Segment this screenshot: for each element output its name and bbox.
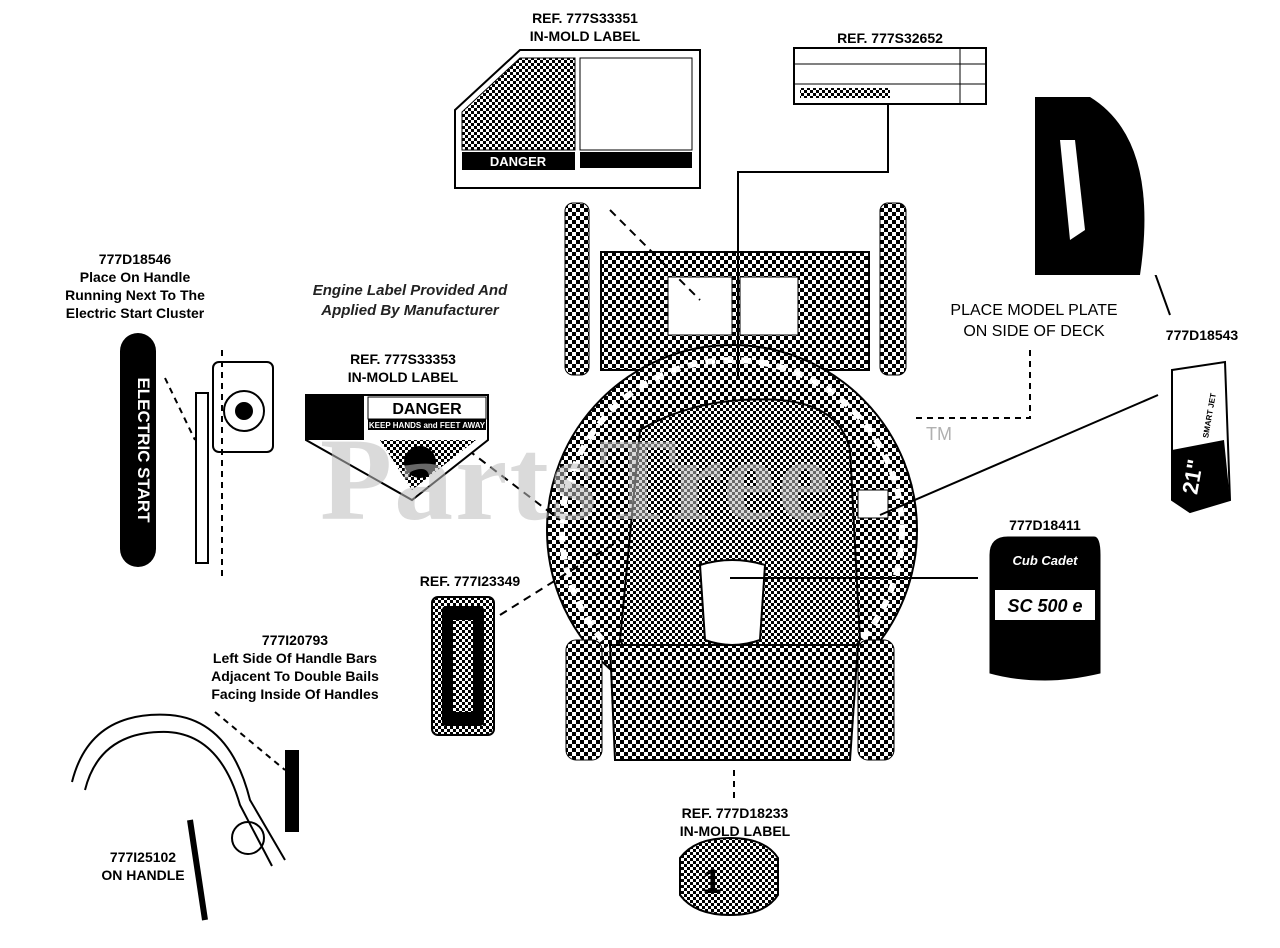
handle-decal-strip	[285, 750, 299, 832]
brand-badge-text: Cub Cadet	[1013, 553, 1079, 568]
danger-large-title: DANGER	[490, 154, 547, 169]
callout-line: IN-MOLD LABEL	[529, 28, 641, 44]
callout-line: Running Next To The	[65, 287, 205, 303]
callout-line: REF. 777S33351	[532, 10, 638, 26]
callout-line: 777D18546	[98, 251, 172, 267]
callout-line: Adjacent To Double Bails	[211, 668, 379, 684]
label-777i23349	[431, 596, 495, 736]
callout-line: REF. 777D18233	[681, 805, 789, 821]
callout-line: 777I20793	[261, 632, 329, 648]
callout-line: 777I25102	[109, 849, 177, 865]
callout-line: IN-MOLD LABEL	[679, 823, 791, 839]
fuel-number: 1	[703, 863, 722, 901]
callout-777i23349: REF. 777I23349	[400, 572, 540, 590]
callout-777d18411: 777D18411	[995, 516, 1095, 534]
callout-line: 777D18543	[1165, 327, 1239, 343]
danger-small-sub: KEEP HANDS and FEET AWAY	[369, 421, 486, 430]
in-mold-label-777s33351: DANGER	[454, 49, 701, 189]
deck-photo	[1035, 97, 1171, 275]
model-note-line: ON SIDE OF DECK	[963, 323, 1105, 340]
callout-777d18233: REF. 777D18233 IN-MOLD LABEL	[662, 804, 808, 840]
callout-line: ON HANDLE	[101, 867, 185, 883]
label-777s32652	[793, 47, 987, 105]
callout-line: Facing Inside Of Handles	[211, 686, 379, 702]
engine-label-note: Engine Label Provided And Applied By Man…	[300, 281, 520, 321]
deck-decal-777d18543: 21" SMART JET	[1171, 360, 1232, 514]
engine-note-line: Applied By Manufacturer	[321, 302, 499, 319]
callout-line: IN-MOLD LABEL	[347, 369, 459, 385]
deck-size-text: 21"	[1177, 457, 1208, 496]
handle-bar-sketch	[71, 713, 286, 921]
callout-777d18546: 777D18546 Place On Handle Running Next T…	[50, 250, 220, 322]
callout-line: Place On Handle	[79, 269, 191, 285]
model-badge-text: SC 500 e	[1007, 596, 1082, 616]
model-note-line: PLACE MODEL PLATE	[950, 302, 1118, 319]
callout-line: Electric Start Cluster	[65, 305, 205, 321]
callout-line: REF. 777S32652	[837, 30, 943, 46]
callout-777i20793: 777I20793 Left Side Of Handle Bars Adjac…	[185, 631, 405, 703]
callout-777d18543: 777D18543	[1152, 326, 1252, 344]
handle-cluster	[195, 350, 274, 578]
engine-note-line: Engine Label Provided And	[312, 282, 508, 299]
leader-lines	[164, 95, 1171, 798]
brand-badge-777d18411: Cub Cadet SC 500 e	[989, 536, 1101, 681]
electric-start-decal: ELECTRIC START	[120, 333, 156, 567]
danger-label-777s33353: DANGER KEEP HANDS and FEET AWAY	[305, 394, 489, 502]
model-plate-note: PLACE MODEL PLATE ON SIDE OF DECK	[934, 300, 1134, 342]
callout-777s33351: REF. 777S33351 IN-MOLD LABEL	[512, 9, 658, 45]
fuel-label-777d18233: 1	[679, 836, 779, 917]
callout-line: REF. 777I23349	[419, 573, 521, 589]
electric-start-text: ELECTRIC START	[134, 377, 153, 523]
watermark-tm: TM	[926, 424, 952, 444]
callout-line: REF. 777S33353	[350, 351, 456, 367]
callout-777i25102: 777I25102 ON HANDLE	[88, 848, 198, 884]
danger-small-title: DANGER	[392, 401, 462, 418]
callout-777s33353: REF. 777S33353 IN-MOLD LABEL	[333, 350, 473, 386]
mower-body	[546, 202, 918, 761]
callout-line: 777D18411	[1009, 517, 1081, 533]
callout-line: Left Side Of Handle Bars	[212, 650, 378, 666]
callout-777s32652: REF. 777S32652	[820, 29, 960, 47]
